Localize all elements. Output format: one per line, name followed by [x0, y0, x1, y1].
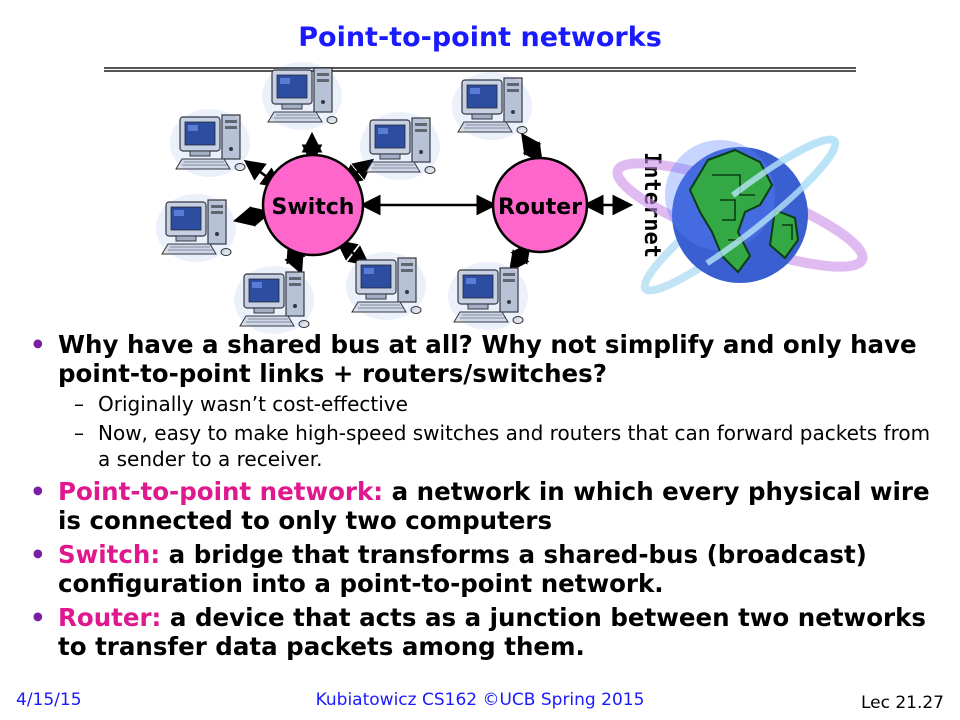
- bullet-term: Point-to-point network:: [58, 477, 384, 506]
- bullet-dot: •: [30, 477, 46, 506]
- footer-date: 4/15/15: [16, 690, 82, 710]
- bullet-dot: •: [30, 603, 46, 632]
- bullet-text: a bridge that transforms a shared-bus (b…: [58, 540, 867, 598]
- globe-icon: [612, 135, 868, 295]
- footer-course: Kubiatowicz CS162 ©UCB Spring 2015: [315, 690, 645, 710]
- bullet-dot: •: [30, 330, 46, 359]
- switch-label: Switch: [272, 195, 355, 220]
- slide-title: Point-to-point networks: [298, 22, 662, 53]
- switch-node: Switch: [261, 153, 365, 257]
- bullet-item: • Point-to-point network: a network in w…: [30, 477, 945, 535]
- bullet-dot: •: [30, 540, 46, 569]
- bullet-item: • Switch: a bridge that transforms a sha…: [30, 540, 945, 598]
- sub-bullet-item: – Now, easy to make high-speed switches …: [30, 420, 945, 472]
- title-rule: [104, 67, 856, 72]
- computer-icon: [233, 265, 315, 335]
- computer-icon: [451, 71, 533, 141]
- bullet-list: • Why have a shared bus at all? Why not …: [30, 330, 945, 661]
- sub-bullet-item: – Originally wasn’t cost-effective: [30, 391, 945, 417]
- bullet-text: a network in which every physical wire i…: [58, 477, 930, 535]
- computer-icon: [447, 261, 529, 331]
- bullet-text: Why have a shared bus at all? Why not si…: [58, 330, 917, 388]
- bullet-item: • Why have a shared bus at all? Why not …: [30, 330, 945, 388]
- bullet-item: • Router: a device that acts as a juncti…: [30, 603, 945, 661]
- router-node: Router: [491, 156, 589, 254]
- sub-bullet-dash: –: [74, 392, 84, 416]
- network-diagram: Switch Router Internet: [155, 61, 868, 335]
- sub-bullet-text: Originally wasn’t cost-effective: [98, 392, 408, 416]
- computer-icon: [261, 61, 343, 131]
- computer-icon: [169, 108, 251, 178]
- computer-icon: [155, 193, 237, 263]
- footer-lecture: Lec 21.27: [860, 693, 944, 713]
- sub-bullet-dash: –: [74, 421, 84, 445]
- bullet-term: Switch:: [58, 540, 161, 569]
- computer-icon: [359, 111, 441, 181]
- computer-icon: [345, 251, 427, 321]
- router-label: Router: [498, 195, 582, 220]
- sub-bullet-text: Now, easy to make high-speed switches an…: [98, 421, 931, 471]
- bullet-text: a device that acts as a junction between…: [58, 603, 926, 661]
- bullet-term: Router:: [58, 603, 162, 632]
